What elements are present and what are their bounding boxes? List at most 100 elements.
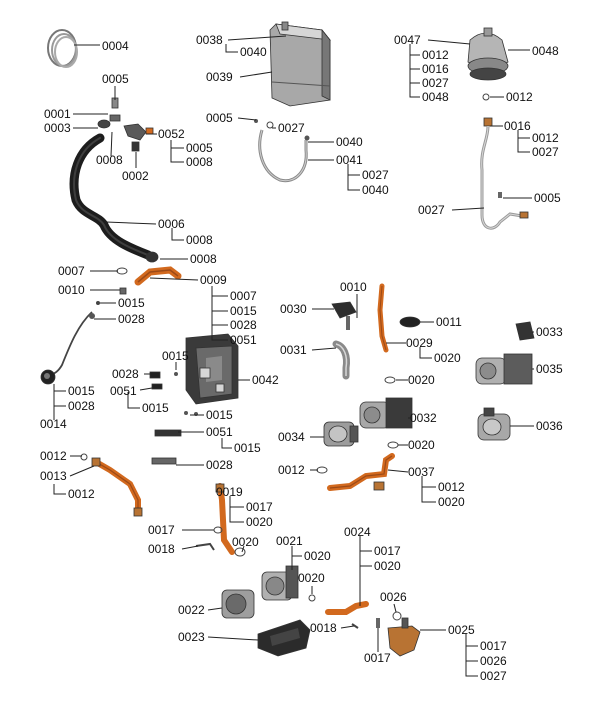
- label-0008: 0008: [96, 153, 123, 167]
- label-0015: 0015: [234, 441, 261, 455]
- label-0012: 0012: [278, 463, 305, 477]
- copper-elbow-0019: [195, 483, 246, 557]
- pump-0021: [261, 565, 316, 602]
- label-0027: 0027: [418, 203, 445, 217]
- copper-pipe-0037: [316, 441, 399, 491]
- label-0008: 0008: [186, 233, 213, 247]
- label-0027: 0027: [480, 669, 507, 683]
- expansion-tank-0048: [467, 27, 509, 101]
- label-0006: 0006: [158, 217, 185, 231]
- hydraulic-block-0042: [149, 333, 239, 465]
- label-0014: 0014: [40, 417, 67, 431]
- label-0040: 0040: [362, 183, 389, 197]
- label-0031: 0031: [280, 343, 307, 357]
- label-0016: 0016: [504, 119, 531, 133]
- label-0020: 0020: [408, 373, 435, 387]
- label-0040: 0040: [336, 135, 363, 149]
- label-0002: 0002: [122, 169, 149, 183]
- label-0025: 0025: [448, 623, 475, 637]
- label-0020: 0020: [374, 559, 401, 573]
- label-0020: 0020: [304, 549, 331, 563]
- label-0012: 0012: [438, 480, 465, 494]
- label-0016: 0016: [422, 62, 449, 76]
- flex-hose-0041: [254, 119, 310, 183]
- label-0020: 0020: [438, 495, 465, 509]
- label-0003: 0003: [44, 121, 71, 135]
- label-0021: 0021: [276, 534, 303, 548]
- label-0022: 0022: [178, 603, 205, 617]
- label-0017: 0017: [148, 523, 175, 537]
- small-fittings-group: [97, 97, 154, 152]
- label-0005: 0005: [206, 111, 233, 125]
- copper-pipe-0013: [80, 453, 143, 517]
- label-0020: 0020: [298, 571, 325, 585]
- label-0027: 0027: [278, 121, 305, 135]
- label-0026: 0026: [380, 590, 407, 604]
- pump-motor-0022: [221, 589, 255, 619]
- label-0017: 0017: [364, 651, 391, 665]
- label-0020: 0020: [246, 515, 273, 529]
- label-0005: 0005: [186, 141, 213, 155]
- label-0015: 0015: [68, 384, 95, 398]
- hose-0016: [480, 117, 529, 230]
- label-0020: 0020: [434, 351, 461, 365]
- label-0038: 0038: [196, 33, 223, 47]
- label-0024: 0024: [344, 525, 371, 539]
- label-0033: 0033: [536, 325, 563, 339]
- label-0047: 0047: [394, 33, 421, 47]
- label-0008: 0008: [186, 155, 213, 169]
- label-0039: 0039: [206, 70, 233, 84]
- label-0008: 0008: [190, 252, 217, 266]
- label-0007: 0007: [58, 264, 85, 278]
- label-0023: 0023: [178, 630, 205, 644]
- label-0028: 0028: [112, 367, 139, 381]
- label-0010: 0010: [340, 280, 367, 294]
- label-0012: 0012: [532, 131, 559, 145]
- leader-lines: [53, 35, 534, 677]
- label-0011: 0011: [436, 315, 462, 329]
- label-0020: 0020: [232, 535, 259, 549]
- label-0051: 0051: [110, 384, 137, 398]
- label-0048: 0048: [532, 44, 559, 58]
- label-0012: 0012: [40, 449, 67, 463]
- label-0034: 0034: [278, 430, 305, 444]
- label-0032: 0032: [410, 411, 437, 425]
- label-0012: 0012: [506, 90, 533, 104]
- label-0013: 0013: [40, 469, 67, 483]
- label-0005: 0005: [102, 72, 129, 86]
- part-number-labels: 0004 0005 0001 0003 0008 0002 0052 0005 …: [40, 33, 563, 683]
- label-0015: 0015: [162, 349, 189, 363]
- pump-0032: [359, 397, 413, 429]
- label-0004: 0004: [102, 39, 129, 53]
- pump-0036: [477, 407, 511, 441]
- label-0017: 0017: [480, 639, 507, 653]
- expansion-vessel-0039: [269, 21, 331, 107]
- coiled-tube-part: [47, 29, 78, 68]
- label-0037: 0037: [408, 465, 435, 479]
- label-0018: 0018: [148, 542, 175, 556]
- label-0035: 0035: [536, 362, 563, 376]
- label-0015: 0015: [230, 304, 257, 318]
- label-0026: 0026: [480, 654, 507, 668]
- label-0028: 0028: [118, 312, 145, 326]
- label-0005: 0005: [534, 191, 561, 205]
- label-0028: 0028: [206, 458, 233, 472]
- label-0052: 0052: [158, 127, 185, 141]
- label-0017: 0017: [374, 544, 401, 558]
- copper-pipe-0024: [325, 601, 421, 657]
- label-0051: 0051: [230, 333, 257, 347]
- label-0028: 0028: [68, 399, 95, 413]
- pump-motor-0034: [323, 421, 359, 447]
- label-0012: 0012: [68, 487, 95, 501]
- label-0018: 0018: [310, 621, 337, 635]
- bracket-0023: [257, 619, 311, 657]
- label-0015: 0015: [206, 408, 233, 422]
- label-0027: 0027: [532, 145, 559, 159]
- label-0015: 0015: [118, 296, 145, 310]
- label-0040: 0040: [240, 45, 267, 59]
- copper-pipe-0009: [116, 266, 182, 295]
- label-0010: 0010: [58, 283, 85, 297]
- label-0028: 0028: [230, 318, 257, 332]
- pump-0035: [475, 353, 533, 385]
